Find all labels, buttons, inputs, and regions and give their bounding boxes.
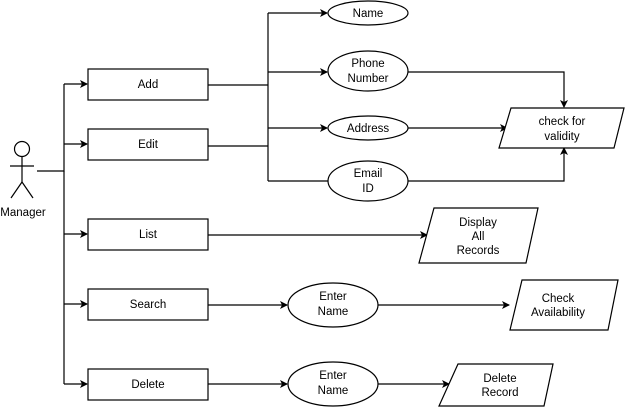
- output-validity: check for validity: [498, 107, 625, 149]
- input-delete-enter-name-ellipse: [287, 361, 379, 407]
- field-address-label: Address: [347, 123, 389, 135]
- field-phone-line1: Phone: [351, 58, 384, 70]
- action-list-label: List: [139, 229, 158, 241]
- connector-trunk-up: [37, 84, 65, 172]
- output-display-line1: Display: [459, 217, 497, 229]
- field-phone: Phone Number: [327, 50, 409, 92]
- input-delete-enter-name: Enter Name: [287, 361, 379, 407]
- action-edit-box: [87, 128, 209, 161]
- output-validity-line1: check for: [539, 116, 586, 128]
- input-delete-enter-name-line1: Enter: [319, 370, 347, 382]
- field-email-ellipse: [327, 160, 409, 202]
- action-add-box: [87, 68, 209, 101]
- arrow-phone-to-validity: [408, 71, 568, 108]
- field-email-line1: Email: [354, 168, 383, 180]
- input-search-enter-name-line1: Enter: [319, 291, 347, 303]
- actor-connectors: [37, 80, 88, 388]
- output-delete-record-line1: Delete: [483, 373, 516, 385]
- output-check-availability: Check Availability: [509, 279, 619, 331]
- field-name: Name: [327, 0, 409, 26]
- field-phone-ellipse: [327, 50, 409, 92]
- output-display-line3: Records: [457, 245, 500, 257]
- actor-label: Manager: [0, 207, 46, 219]
- input-search-enter-name-line2: Name: [318, 306, 349, 318]
- actor-head: [13, 140, 31, 158]
- output-delete-record: Delete Record: [438, 363, 554, 407]
- action-search-label: Search: [130, 299, 166, 311]
- output-display-shape: [418, 207, 539, 264]
- output-check-availability-line2: Availability: [531, 307, 585, 319]
- input-search-enter-name: Enter Name: [287, 282, 379, 328]
- output-display-line2: All: [472, 231, 485, 243]
- output-delete-record-shape: [438, 363, 554, 407]
- field-address: Address: [327, 115, 409, 141]
- action-search: Search: [87, 288, 209, 321]
- action-delete: Delete: [87, 368, 209, 401]
- output-check-availability-line1: Check: [542, 293, 575, 305]
- output-validity-shape: [498, 107, 625, 149]
- manager-actor: Manager: [0, 140, 46, 219]
- input-search-enter-name-ellipse: [287, 282, 379, 328]
- arrow-email-to-validity: [408, 147, 568, 182]
- input-delete-enter-name-line2: Name: [318, 385, 349, 397]
- actor-left-leg: [10, 181, 23, 199]
- action-list: List: [87, 218, 209, 251]
- output-display: Display All Records: [418, 207, 539, 264]
- action-edit-label: Edit: [138, 139, 159, 151]
- action-edit: Edit: [87, 128, 209, 161]
- validity-connectors: [408, 71, 568, 182]
- output-check-availability-shape: [509, 279, 619, 331]
- field-name-ellipse: [327, 0, 409, 26]
- action-add-label: Add: [138, 79, 158, 91]
- field-phone-line2: Number: [348, 73, 389, 85]
- field-connectors: [208, 9, 328, 182]
- output-delete-record-line2: Record: [481, 387, 518, 399]
- output-validity-line2: validity: [544, 131, 579, 143]
- field-name-label: Name: [353, 8, 384, 20]
- actor-right-leg: [21, 181, 34, 199]
- action-delete-label: Delete: [131, 379, 164, 391]
- field-email: Email ID: [327, 160, 409, 202]
- action-add: Add: [87, 68, 209, 101]
- field-email-line2: ID: [362, 183, 374, 195]
